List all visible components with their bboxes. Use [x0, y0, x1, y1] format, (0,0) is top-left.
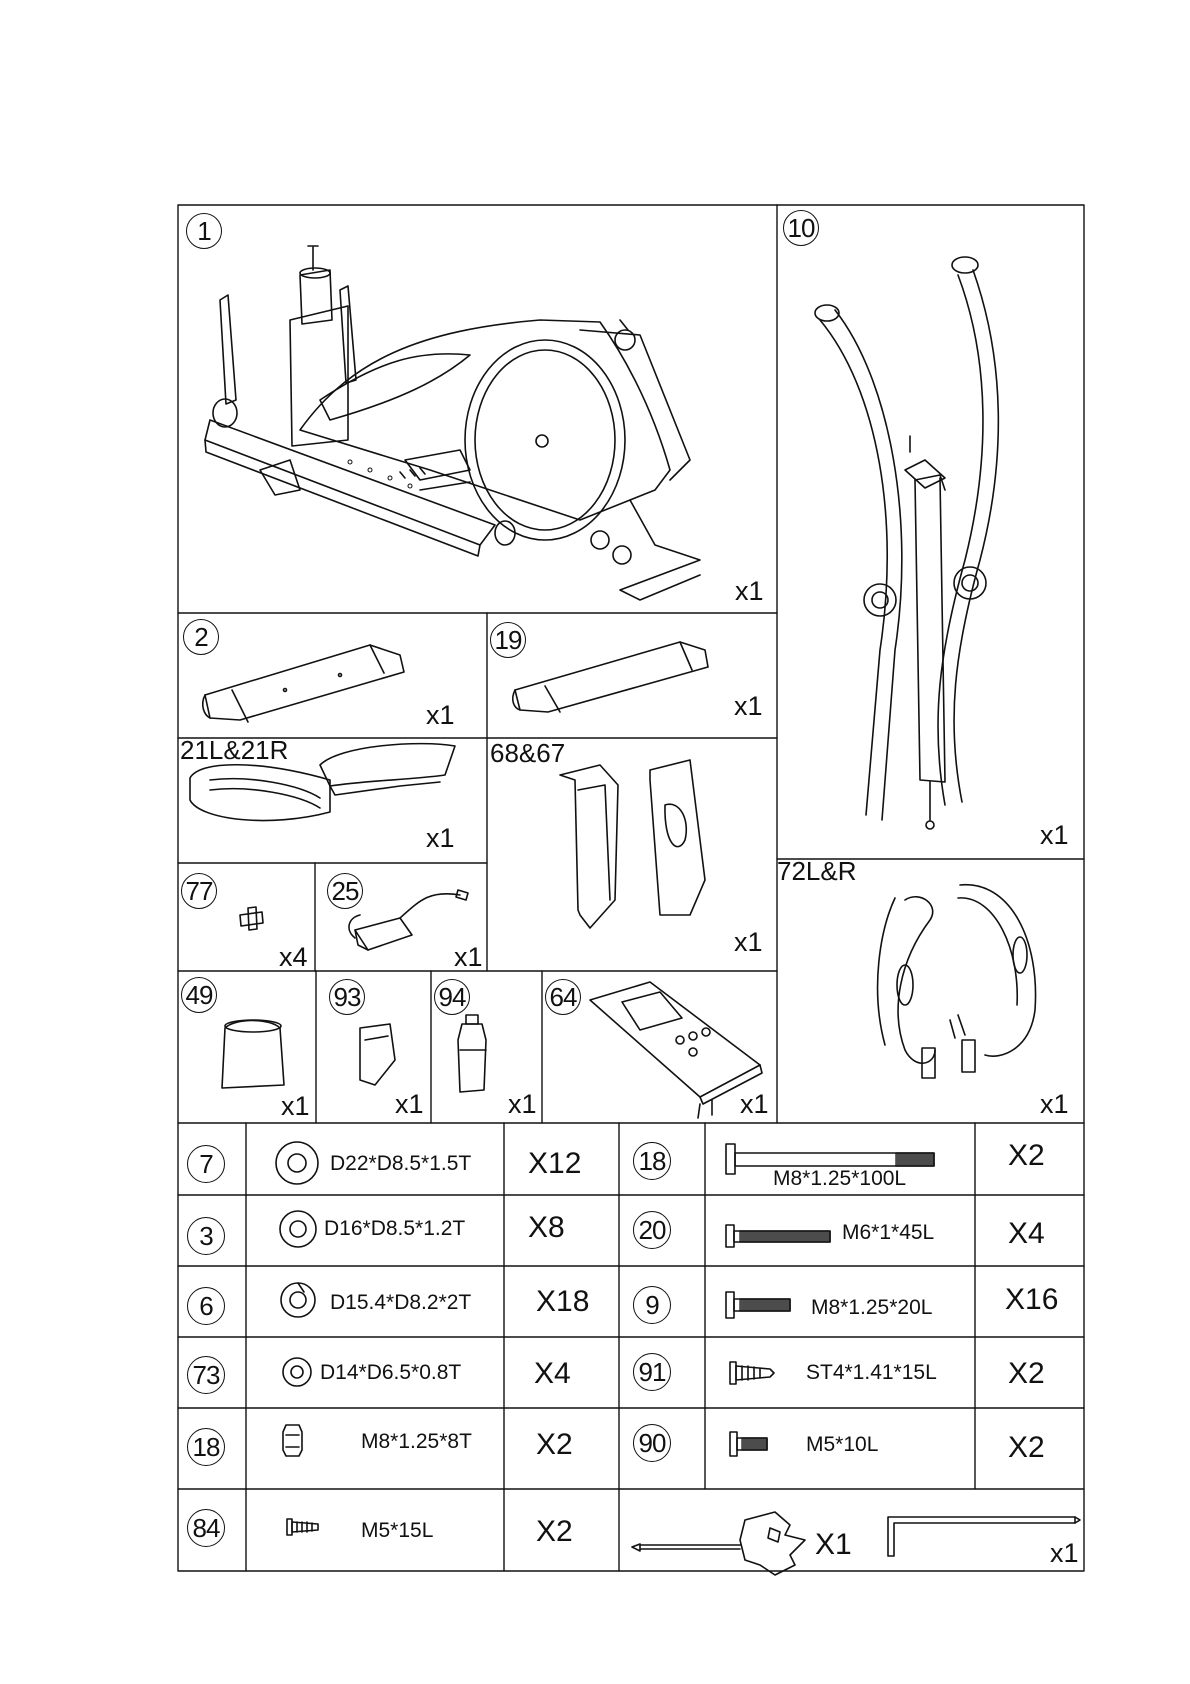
part-qty-64: x1 [740, 1091, 769, 1118]
hardware-spec: D14*D6.5*0.8T [320, 1362, 461, 1383]
part-qty-1: x1 [735, 578, 764, 605]
hardware-spec: M8*1.25*100L [773, 1168, 906, 1189]
part-qty-94: x1 [508, 1091, 537, 1118]
bottle-holder-drawing [360, 1024, 395, 1085]
part-qty-25: x1 [454, 944, 483, 971]
hardware-spec: M8*1.25*20L [811, 1297, 932, 1318]
part-qty-19: x1 [734, 693, 763, 720]
hardware-spec: M8*1.25*8T [361, 1431, 472, 1452]
part-qty-21: x1 [426, 825, 455, 852]
hardware-qty: X2 [1008, 1433, 1045, 1463]
hardware-no-73: 73 [187, 1356, 225, 1394]
part-qty-93: x1 [395, 1091, 424, 1118]
part-label-21: 21L&21R [180, 737, 288, 763]
hardware-no-3: 3 [187, 1217, 225, 1255]
hardware-spec: D16*D8.5*1.2T [324, 1218, 465, 1239]
bolt-icon [726, 1144, 735, 1174]
part-label-72: 72L&R [777, 858, 857, 884]
hardware-no-9: 9 [633, 1286, 671, 1324]
hardware-qty: X2 [536, 1517, 573, 1547]
wrench-screwdriver-icon [640, 1545, 740, 1549]
part-label-64: 64 [545, 979, 581, 1015]
spring-washer-icon [281, 1283, 315, 1317]
rear-stabilizer-drawing [513, 642, 708, 712]
part-qty-68: x1 [734, 929, 763, 956]
hardware-spec: D15.4*D8.2*2T [330, 1292, 471, 1313]
tool-qty-wrench: X1 [815, 1530, 852, 1560]
tools-drawing [632, 1512, 1080, 1575]
part-label-49: 49 [181, 977, 217, 1013]
upright-arms-drawing [815, 257, 998, 829]
part-label-25: 25 [327, 873, 363, 909]
part-qty-72: x1 [1040, 1091, 1069, 1118]
hardware-no-90: 90 [633, 1424, 671, 1462]
hardware-spec: ST4*1.41*15L [806, 1362, 937, 1383]
hardware-no-18b: 18 [633, 1142, 671, 1180]
part-label-94: 94 [434, 979, 470, 1015]
hardware-qty: X4 [534, 1359, 571, 1389]
handlebars-drawing [878, 885, 1036, 1078]
part-qty-77: x4 [279, 944, 308, 971]
hardware-spec: M6*1*45L [842, 1222, 934, 1243]
covers-drawing [560, 760, 705, 928]
bottle-drawing [458, 1015, 486, 1092]
hardware-qty: X12 [528, 1149, 581, 1179]
nut-icon [283, 1425, 302, 1456]
front-stabilizer-drawing [203, 645, 404, 722]
console-drawing [590, 982, 762, 1118]
part-qty-2: x1 [426, 702, 455, 729]
screw-icon [730, 1432, 737, 1456]
hardware-qty: X16 [1005, 1285, 1058, 1315]
parts-grid [178, 205, 1084, 1571]
adapter-drawing [349, 890, 468, 950]
hardware-no-7: 7 [187, 1145, 225, 1183]
hardware-qty: X2 [1008, 1359, 1045, 1389]
part-label-19: 19 [490, 622, 526, 658]
hardware-qty: X4 [1008, 1219, 1045, 1249]
hardware-qty: X2 [1008, 1141, 1045, 1171]
part-label-68: 68&67 [490, 740, 565, 766]
washer-icon [283, 1358, 311, 1386]
part-label-10: 10 [783, 210, 819, 246]
part-label-93: 93 [329, 979, 365, 1015]
washer-icon [280, 1211, 316, 1247]
main-frame-drawing [205, 246, 700, 600]
knob-77-drawing [240, 907, 263, 930]
allen-key-icon [888, 1517, 1075, 1556]
hardware-no-20: 20 [633, 1211, 671, 1249]
hardware-qty: X8 [528, 1213, 565, 1243]
hardware-qty: X2 [536, 1430, 573, 1460]
washer-icon [276, 1142, 318, 1184]
hardware-no-84: 84 [187, 1509, 225, 1547]
hardware-spec: D22*D8.5*1.5T [330, 1153, 471, 1174]
hardware-no-91: 91 [633, 1353, 671, 1391]
hardware-no-6: 6 [187, 1287, 225, 1325]
hardware-no-18: 18 [187, 1428, 225, 1466]
cap-49-drawing [222, 1020, 284, 1088]
hardware-spec: M5*15L [361, 1520, 433, 1541]
part-qty-49: x1 [281, 1093, 310, 1120]
part-label-2: 2 [183, 619, 219, 655]
hardware-qty: X18 [536, 1287, 589, 1317]
tool-qty-allen-key: x1 [1050, 1540, 1079, 1567]
part-label-77: 77 [181, 873, 217, 909]
hardware-icons-left [276, 1142, 318, 1535]
part-label-1: 1 [186, 213, 222, 249]
hardware-spec: M5*10L [806, 1434, 878, 1455]
part-qty-10: x1 [1040, 822, 1069, 849]
bolt-icon [726, 1292, 734, 1318]
screw-icon [730, 1362, 736, 1384]
bolt-icon [726, 1225, 734, 1247]
